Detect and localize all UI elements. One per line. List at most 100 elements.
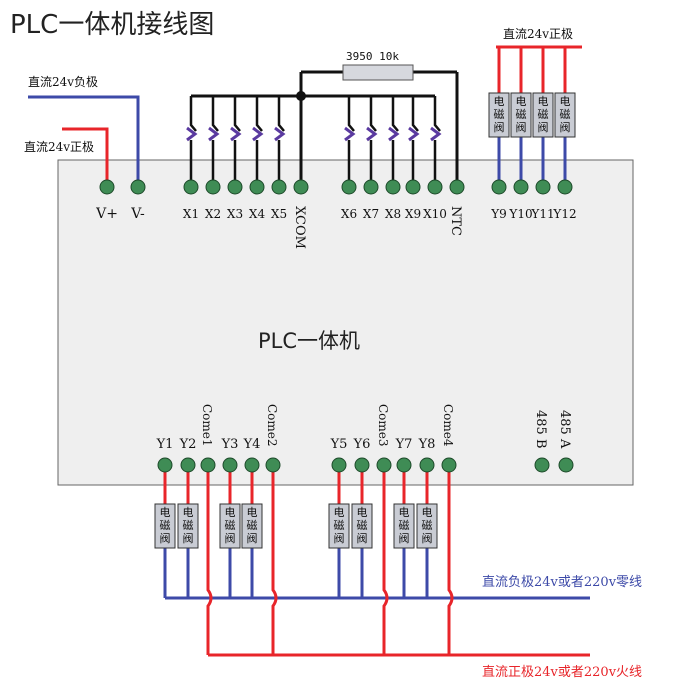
- label-x2: X2: [205, 207, 221, 221]
- terminal-y1: [157, 457, 173, 473]
- ntc-resistor: [342, 64, 414, 81]
- terminal-x6: [341, 179, 357, 195]
- plc-center-label: PLC一体机: [258, 329, 360, 353]
- terminal-y8: [419, 457, 435, 473]
- label-x7: X7: [363, 207, 379, 221]
- valve-y2: [177, 503, 199, 549]
- junction-dot: [296, 91, 306, 101]
- valve-label: 电磁阀: [399, 506, 410, 545]
- valve-label: 电磁阀: [538, 95, 549, 134]
- valve-y5: [328, 503, 350, 549]
- bottom-valves: [154, 503, 438, 549]
- label-y9: Y9: [490, 207, 507, 221]
- terminal-485-a: [558, 457, 574, 473]
- label-come1: Come1: [200, 404, 214, 447]
- label-come3: Come3: [376, 404, 390, 447]
- page-title: PLC一体机接线图: [10, 10, 214, 40]
- terminal-v+: [99, 179, 115, 195]
- valve-label: 电磁阀: [247, 506, 258, 545]
- valve-label: 电磁阀: [560, 95, 571, 134]
- terminal-v-: [130, 179, 146, 195]
- terminal-x8: [385, 179, 401, 195]
- terminal-x2: [205, 179, 221, 195]
- label-y3: Y3: [221, 437, 239, 452]
- blue-bus: [163, 548, 590, 600]
- terminal-y5: [331, 457, 347, 473]
- terminal-come3: [376, 457, 392, 473]
- label-come4: Come4: [441, 404, 455, 447]
- power-wires: [28, 95, 140, 187]
- valve-y6: [351, 503, 373, 549]
- valve-label: 电磁阀: [357, 506, 368, 545]
- top-valves: [488, 92, 576, 138]
- valve-y1: [154, 503, 176, 549]
- valve-y11: [532, 92, 554, 138]
- terminal-ntc: [449, 179, 465, 195]
- valve-y7: [393, 503, 415, 549]
- label-left-pos: 直流24v正极: [24, 140, 94, 154]
- label-485-a: 485 A: [557, 410, 572, 449]
- label-y8: Y8: [418, 437, 436, 452]
- label-x3: X3: [227, 207, 243, 221]
- valve-label: 电磁阀: [494, 95, 505, 134]
- terminal-come2: [265, 457, 281, 473]
- valve-y12: [554, 92, 576, 138]
- valve-y4: [241, 503, 263, 549]
- label-x9: X9: [405, 207, 421, 221]
- terminal-y10: [513, 179, 529, 195]
- label-x1: X1: [183, 207, 199, 221]
- terminal-y9: [491, 179, 507, 195]
- label-come2: Come2: [265, 404, 279, 447]
- switch-contacts: [186, 126, 442, 142]
- label-x6: X6: [341, 207, 357, 221]
- terminal-y12: [557, 179, 573, 195]
- terminal-x10: [427, 179, 443, 195]
- valve-label: 电磁阀: [225, 506, 236, 545]
- valve-label: 电磁阀: [160, 506, 171, 545]
- label-y5: Y5: [330, 437, 348, 452]
- terminal-y4: [244, 457, 260, 473]
- terminal-x3: [227, 179, 243, 195]
- terminal-y6: [354, 457, 370, 473]
- valve-label: 电磁阀: [334, 506, 345, 545]
- label-x5: X5: [271, 207, 287, 221]
- label-left-neg: 直流24v负极: [28, 75, 98, 89]
- terminal-come1: [200, 457, 216, 473]
- label-v-: V-: [130, 206, 145, 222]
- terminal-y7: [396, 457, 412, 473]
- valve-y3: [219, 503, 241, 549]
- label-x10: X10: [423, 207, 447, 221]
- label-xcom: XCOM: [292, 206, 307, 249]
- valve-label: 电磁阀: [516, 95, 527, 134]
- bus-red-label: 直流正极24v或者220v火线: [482, 665, 642, 680]
- label-485-b: 485 B: [533, 410, 548, 449]
- input-switches-right: [347, 96, 441, 187]
- terminals: [99, 179, 574, 473]
- valve-y9: [488, 92, 510, 138]
- label-x4: X4: [249, 207, 266, 221]
- terminal-y3: [222, 457, 238, 473]
- top-output-wiring: [496, 45, 582, 187]
- input-switches-left: [189, 96, 285, 187]
- terminal-y11: [535, 179, 551, 195]
- terminal-x7: [363, 179, 379, 195]
- plc-body: [57, 159, 634, 486]
- terminal-x9: [405, 179, 421, 195]
- label-y12: Y12: [552, 207, 576, 221]
- terminal-x1: [183, 179, 199, 195]
- resistor-label: 3950 10k: [346, 50, 399, 63]
- label-y1: Y1: [156, 437, 174, 452]
- label-y11: Y11: [530, 207, 554, 221]
- valve-label: 电磁阀: [183, 506, 194, 545]
- bus-blue-label: 直流负极24v或者220v零线: [482, 575, 642, 590]
- label-y2: Y2: [179, 437, 197, 452]
- label-x8: X8: [385, 207, 401, 221]
- terminal-y2: [180, 457, 196, 473]
- label-top-right-pos: 直流24v正极: [503, 27, 573, 41]
- terminal-x5: [271, 179, 287, 195]
- valve-label: 电磁阀: [422, 506, 433, 545]
- label-y6: Y6: [353, 437, 371, 452]
